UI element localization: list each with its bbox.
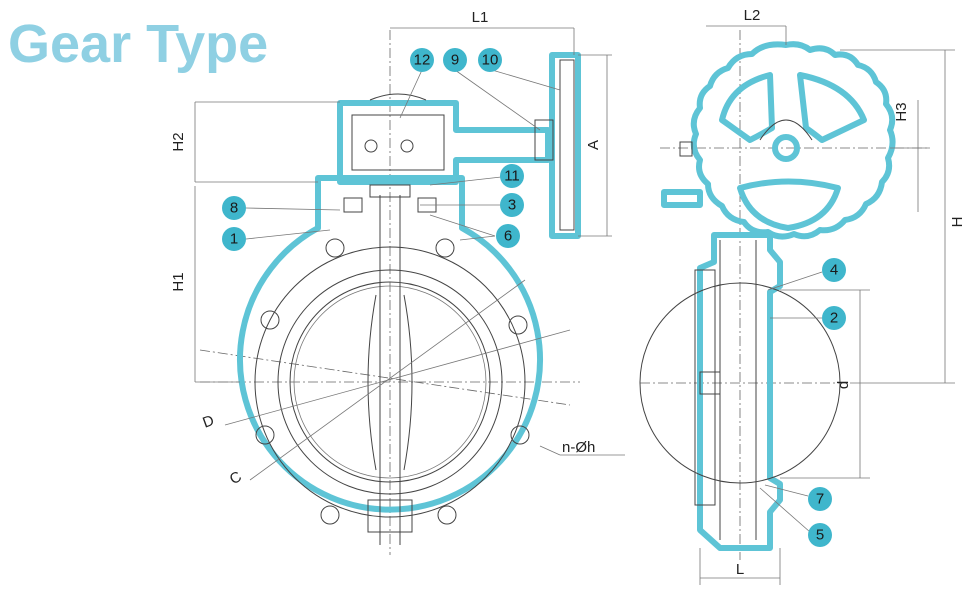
dim-D: D — [200, 412, 216, 432]
svg-text:5: 5 — [816, 527, 824, 544]
svg-text:3: 3 — [508, 197, 516, 214]
svg-text:11: 11 — [504, 168, 520, 185]
dim-L: L — [736, 561, 744, 578]
callout-6: 6 — [496, 224, 520, 248]
callout-8: 8 — [222, 196, 246, 220]
svg-text:2: 2 — [830, 310, 838, 327]
callout-3: 3 — [500, 193, 524, 217]
dim-bolt-holes: n-Øh — [562, 439, 595, 456]
dim-H2: H2 — [170, 132, 187, 151]
svg-text:9: 9 — [451, 52, 459, 69]
callout-12: 12 — [410, 48, 434, 72]
bolt-holes — [255, 238, 530, 525]
dim-H1: H1 — [170, 272, 187, 291]
callout-9: 9 — [443, 48, 467, 72]
dim-H: H — [949, 217, 966, 228]
side-view: L2 H H3 d L — [639, 7, 966, 585]
dim-L2: L2 — [744, 7, 761, 24]
page-title: Gear Type — [8, 14, 268, 74]
callout-10: 10 — [478, 48, 502, 72]
svg-text:1: 1 — [230, 231, 238, 248]
front-view: L1 H2 H1 A D C n-Øh — [170, 9, 625, 555]
dim-A: A — [585, 140, 602, 150]
svg-text:4: 4 — [830, 262, 838, 279]
dim-H3: H3 — [893, 102, 910, 121]
svg-text:8: 8 — [230, 200, 238, 217]
dim-C: C — [227, 468, 245, 488]
callout-7: 7 — [808, 487, 832, 511]
svg-text:12: 12 — [414, 52, 431, 69]
dim-d: d — [835, 381, 852, 389]
svg-text:6: 6 — [504, 228, 512, 245]
callout-1: 1 — [222, 227, 246, 251]
svg-text:10: 10 — [482, 52, 499, 69]
svg-text:7: 7 — [816, 491, 824, 508]
dim-L1: L1 — [472, 9, 489, 26]
callout-5: 5 — [808, 523, 832, 547]
callout-11: 11 — [500, 164, 524, 188]
callout-2: 2 — [822, 306, 846, 330]
callout-4: 4 — [822, 258, 846, 282]
